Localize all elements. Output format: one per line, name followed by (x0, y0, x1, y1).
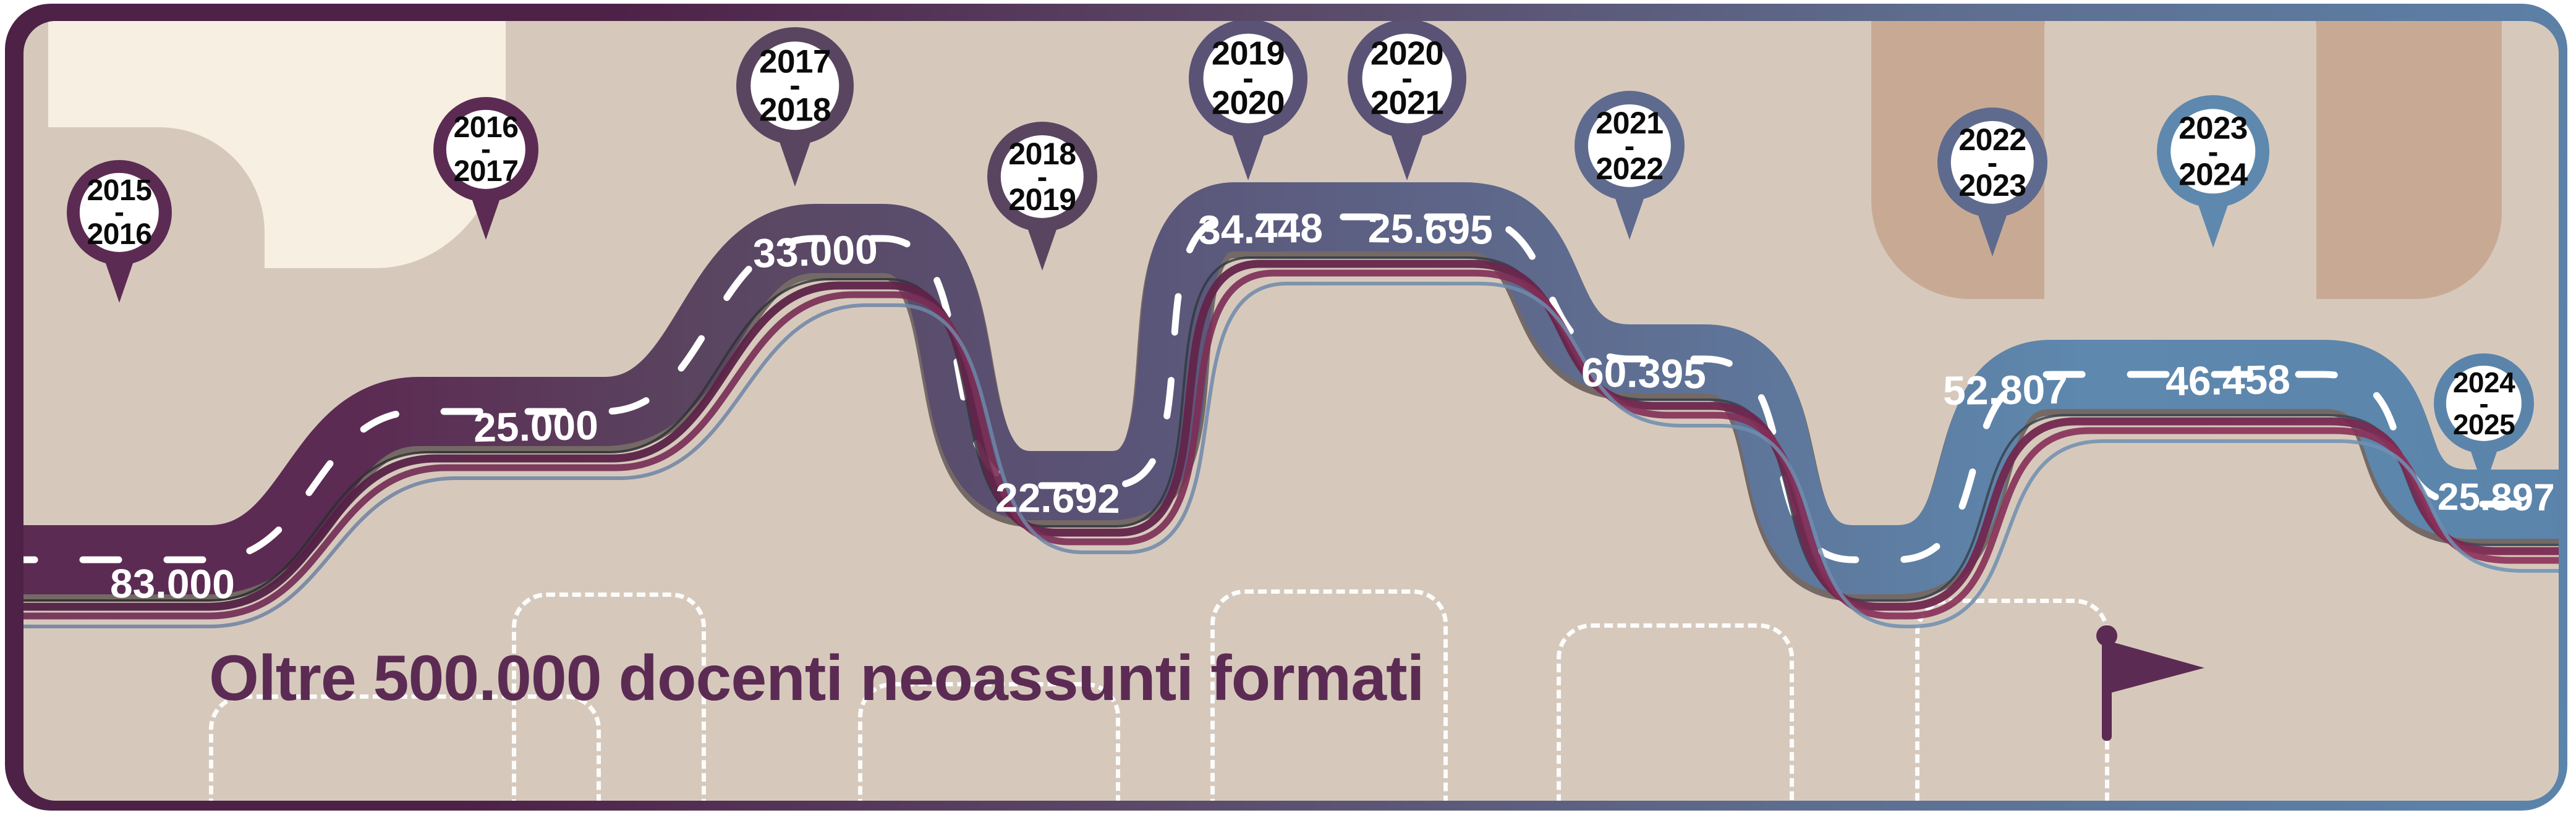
outer-frame: 83.000 25.000 33.000 22.692 34.448 25.695 60.3… (5, 4, 2567, 811)
road-label-34448: 34.448 (1197, 204, 1324, 253)
map-pin-icon: 2022-2023 (1937, 108, 2047, 257)
road-label-25000: 25.000 (473, 402, 599, 450)
pin-year-separator: - (481, 133, 491, 166)
pin-year-end: 2017 (453, 155, 519, 188)
pin-year-end: 2025 (2452, 408, 2515, 441)
pin-2023-2024[interactable]: 2023-2024 (2157, 95, 2269, 248)
pin-2024-2025[interactable]: 2024-2025 (2434, 353, 2534, 489)
map-pin-icon: 2019-2020 (1189, 21, 1307, 180)
pin-label-disc: 2021-2022 (1588, 104, 1672, 188)
road-label-46458: 46.458 (2165, 356, 2291, 404)
pin-year-separator: - (1037, 159, 1048, 194)
map-pin-icon: 2024-2025 (2434, 353, 2534, 489)
pin-year-separator: - (114, 196, 124, 229)
pin-year-separator: - (1987, 145, 1998, 180)
pin-2016-2017[interactable]: 2016-2017 (433, 97, 538, 240)
pin-2021-2022[interactable]: 2021-2022 (1575, 91, 1685, 240)
pin-year-end: 2020 (1211, 84, 1285, 122)
map-pin-icon: 2016-2017 (433, 97, 538, 240)
road-label-25695: 25.695 (1367, 205, 1494, 253)
pin-label-disc: 2017-2018 (750, 41, 840, 130)
road-label-33000: 33.000 (752, 226, 879, 276)
pin-year-start: 2024 (2452, 366, 2515, 398)
pin-label-disc: 2015-2016 (79, 172, 159, 253)
map-pin-icon: 2023-2024 (2157, 95, 2269, 248)
pin-year-separator: - (2479, 387, 2489, 420)
pin-label-disc: 2022-2023 (1950, 120, 2034, 204)
pin-year-start: 2019 (1211, 35, 1285, 72)
pin-year-end: 2019 (1008, 182, 1076, 217)
pin-2020-2021[interactable]: 2020-2021 (1348, 21, 1466, 180)
pin-label-disc: 2019-2020 (1203, 33, 1293, 124)
map-pin-icon: 2020-2021 (1348, 21, 1466, 180)
page-title: Oltre 500.000 docenti neoassunti formati (209, 643, 1425, 714)
pin-year-start: 2017 (759, 43, 831, 80)
map-pin-icon: 2017-2018 (736, 27, 854, 187)
pin-year-start: 2020 (1370, 35, 1444, 72)
pin-2017-2018[interactable]: 2017-2018 (736, 27, 854, 187)
road-label-52807: 52.807 (1942, 366, 2068, 413)
pin-year-start: 2023 (2179, 110, 2248, 146)
pin-2019-2020[interactable]: 2019-2020 (1189, 21, 1307, 180)
pin-year-end: 2016 (87, 218, 152, 251)
pin-year-end: 2022 (1596, 151, 1664, 186)
pin-year-start: 2016 (453, 111, 519, 144)
flag-icon (2096, 625, 2204, 741)
pin-label-disc: 2023-2024 (2170, 109, 2256, 194)
pin-year-start: 2018 (1008, 136, 1076, 171)
pin-year-start: 2021 (1596, 105, 1664, 140)
pin-2022-2023[interactable]: 2022-2023 (1937, 108, 2047, 257)
pin-label-disc: 2016-2017 (446, 109, 526, 190)
map-pin-icon: 2015-2016 (67, 160, 172, 303)
pin-year-end: 2021 (1370, 84, 1444, 122)
dash-box-1 (209, 694, 601, 801)
road-label-83000: 83.000 (109, 560, 236, 607)
pin-year-separator: - (2208, 133, 2219, 169)
pin-year-separator: - (1401, 59, 1413, 97)
dash-box-2 (512, 592, 706, 801)
map-pin-icon: 2021-2022 (1575, 91, 1685, 240)
road-label-60395: 60.395 (1581, 349, 1707, 397)
dash-box-5 (1557, 623, 1794, 801)
pin-year-separator: - (1243, 59, 1254, 97)
pin-label-disc: 2020-2021 (1362, 33, 1452, 124)
infographic-inner: 83.000 25.000 33.000 22.692 34.448 25.695 60.3… (23, 21, 2559, 801)
road-label-22692: 22.692 (995, 474, 1121, 522)
pin-year-end: 2023 (1958, 167, 2026, 203)
pin-year-separator: - (1624, 128, 1635, 163)
map-pin-icon: 2018-2019 (987, 122, 1097, 271)
pin-label-disc: 2024-2025 (2446, 365, 2522, 442)
pin-2015-2016[interactable]: 2015-2016 (67, 160, 172, 303)
pin-year-end: 2024 (2179, 156, 2248, 192)
dash-box-3 (858, 682, 1120, 801)
pin-year-end: 2018 (759, 91, 831, 129)
road-path-graphic (23, 182, 2559, 628)
pin-year-start: 2015 (87, 174, 152, 207)
dash-box-4 (1210, 589, 1448, 801)
pin-year-start: 2022 (1958, 122, 2026, 157)
pin-year-separator: - (789, 67, 801, 104)
pin-2018-2019[interactable]: 2018-2019 (987, 122, 1097, 271)
pin-label-disc: 2018-2019 (1000, 135, 1084, 219)
